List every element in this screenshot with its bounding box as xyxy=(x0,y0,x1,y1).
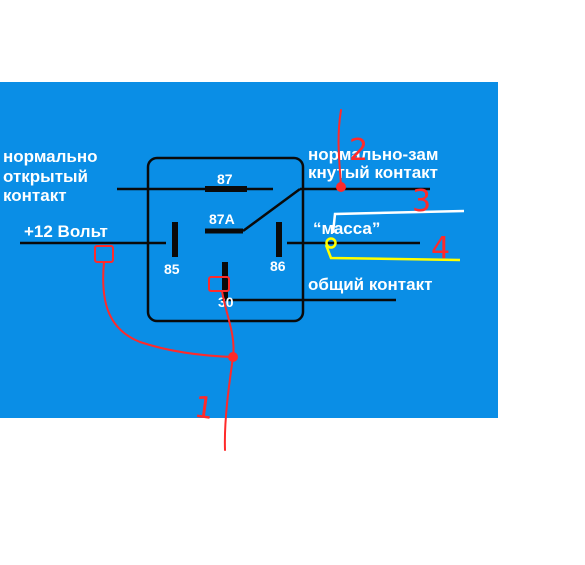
pin-85-label: 85 xyxy=(164,261,180,277)
label-normally-open-1: нормально xyxy=(3,147,98,166)
red-junction xyxy=(228,352,238,362)
red-leader-2 xyxy=(337,109,342,188)
label-ground: “масса” xyxy=(313,219,380,238)
pin-86-label: 86 xyxy=(270,258,286,274)
red-wire-from-30 xyxy=(221,290,235,358)
yellow-ground-marker xyxy=(325,237,337,249)
blue-panel xyxy=(0,82,498,418)
red-annotations xyxy=(94,109,346,451)
label-plus-12-volt: +12 Вольт xyxy=(24,222,108,241)
pin-30-label: 30 xyxy=(218,294,234,310)
pin-87a-label: 87A xyxy=(209,211,235,227)
label-normally-closed-2: кнутый контакт xyxy=(308,163,438,182)
red-wire-from-85 xyxy=(102,261,234,358)
relay-contacts xyxy=(172,186,301,300)
pin-87-label: 87 xyxy=(217,171,233,187)
white-bracket xyxy=(331,209,465,234)
yellow-ground-line xyxy=(324,244,461,262)
red-dot-nc xyxy=(336,182,346,192)
label-normally-open-3: контакт xyxy=(3,186,67,205)
relay-housing xyxy=(146,156,305,323)
annotation-number-2: 2 xyxy=(349,133,368,168)
switch-arm xyxy=(242,187,301,233)
annotation-number-1: 1 xyxy=(192,390,216,427)
label-normally-closed-1: нормально-зам xyxy=(308,145,438,164)
red-wire-down xyxy=(223,356,234,451)
annotation-number-3: 3 xyxy=(412,184,431,219)
red-box-30 xyxy=(208,276,230,292)
label-common-contact: общий контакт xyxy=(308,275,432,294)
label-normally-open-2: открытый xyxy=(3,167,88,186)
annotation-number-4: 4 xyxy=(431,231,450,266)
